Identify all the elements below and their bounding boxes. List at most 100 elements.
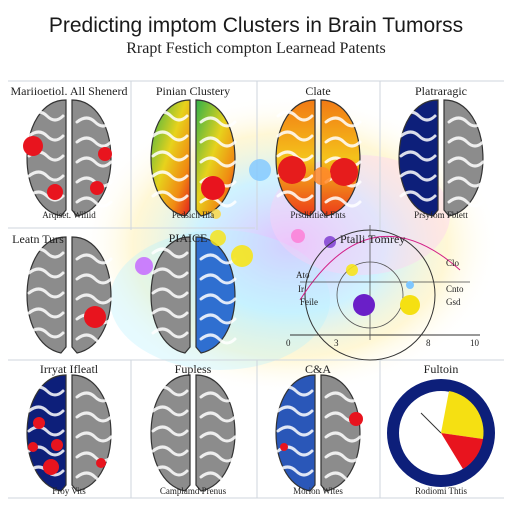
brain-fold bbox=[276, 110, 314, 122]
brain-fold bbox=[199, 293, 237, 305]
brain-fold bbox=[199, 253, 237, 265]
cluster-dot bbox=[210, 230, 226, 246]
brain-fold bbox=[151, 465, 189, 477]
brain-fold bbox=[75, 156, 113, 168]
panel-caption: Morion Wites bbox=[293, 486, 343, 496]
polar-dot-yellow-small bbox=[346, 264, 358, 276]
brain-fold bbox=[151, 110, 189, 122]
brain-fold bbox=[75, 333, 113, 345]
tumor-spot bbox=[43, 459, 59, 475]
ring-line bbox=[420, 412, 442, 434]
page-subtitle: Rrapt Festich compton Learnead Patents bbox=[126, 40, 386, 57]
cluster-dot bbox=[249, 159, 271, 181]
tumor-spot bbox=[33, 417, 45, 429]
inset-label: Cnto bbox=[446, 284, 464, 294]
polar-dot-blue bbox=[406, 281, 414, 289]
brain-fold bbox=[276, 150, 314, 162]
panel-heading: Clate bbox=[305, 84, 331, 98]
cluster-dot bbox=[211, 209, 221, 219]
brain-fold bbox=[75, 471, 113, 483]
brain-fold bbox=[151, 267, 189, 279]
brain-fold bbox=[447, 196, 485, 208]
brain-fold bbox=[199, 431, 237, 443]
ring-slice-yellow bbox=[441, 391, 484, 439]
brain-left-hemisphere bbox=[150, 99, 191, 217]
brain-fold bbox=[276, 130, 314, 142]
panel-heading: Fupless bbox=[174, 362, 212, 376]
brain-fold bbox=[151, 445, 189, 457]
brain-fold bbox=[199, 313, 237, 325]
inset-label: Feile bbox=[300, 297, 318, 307]
polar-dot-purple bbox=[353, 294, 375, 316]
brain-fold bbox=[151, 327, 189, 339]
brain-fold bbox=[151, 307, 189, 319]
brain-fold bbox=[75, 431, 113, 443]
inset-label: Clo bbox=[446, 258, 460, 268]
ring-slice-red bbox=[441, 433, 483, 469]
brain-left-hemisphere bbox=[275, 374, 316, 492]
brain-fold bbox=[199, 136, 237, 148]
cluster-dot bbox=[135, 257, 153, 275]
brain-icon bbox=[23, 99, 113, 217]
tumor-spot bbox=[98, 147, 112, 161]
tumor-spot bbox=[28, 442, 38, 452]
brain-fold bbox=[27, 307, 65, 319]
brain-fold bbox=[75, 273, 113, 285]
brain-fold bbox=[75, 196, 113, 208]
inset-tick: 10 bbox=[470, 338, 479, 348]
cluster-dot bbox=[291, 229, 305, 243]
brain-fold bbox=[276, 385, 314, 397]
brain-fold bbox=[151, 170, 189, 182]
brain-fold bbox=[276, 465, 314, 477]
panel-heading: C&A bbox=[304, 362, 331, 376]
brain-fold bbox=[75, 293, 113, 305]
tumor-spot bbox=[51, 439, 63, 451]
brain-fold bbox=[75, 116, 113, 128]
cluster-dot bbox=[324, 236, 336, 248]
brain-fold bbox=[151, 425, 189, 437]
polar-arc bbox=[299, 235, 461, 301]
brain-fold bbox=[27, 130, 65, 142]
cluster-dot bbox=[313, 167, 331, 185]
panel-heading: Irryat Ifleatl bbox=[39, 362, 99, 376]
brain-fold bbox=[324, 431, 362, 443]
brain-left-hemisphere bbox=[26, 236, 67, 354]
brain-fold bbox=[447, 176, 485, 188]
brain-icon bbox=[398, 99, 485, 217]
panel-heading: PIAICE bbox=[168, 231, 208, 245]
panel-caption: Pedsich Illa bbox=[171, 210, 215, 220]
brain-fold bbox=[151, 385, 189, 397]
brain-fold bbox=[276, 190, 314, 202]
cluster-dot bbox=[231, 245, 253, 267]
brain-fold bbox=[27, 170, 65, 182]
brain-icon bbox=[26, 236, 113, 354]
brain-fold bbox=[151, 190, 189, 202]
brain-fold bbox=[75, 136, 113, 148]
brain-fold bbox=[324, 136, 362, 148]
inset-label: Ir bbox=[298, 284, 304, 294]
brain-fold bbox=[276, 405, 314, 417]
panel-caption: Camplamd Prenus bbox=[159, 486, 227, 496]
tumor-spot bbox=[96, 458, 106, 468]
panel-caption: Froy Vits bbox=[52, 486, 86, 496]
brain-fold bbox=[324, 116, 362, 128]
tumor-spot bbox=[330, 158, 358, 186]
brain-fold bbox=[324, 451, 362, 463]
panel-caption: Rodiomi Thtis bbox=[414, 486, 468, 496]
brain-fold bbox=[151, 287, 189, 299]
brain-icon bbox=[150, 99, 237, 217]
tumor-spot bbox=[23, 136, 43, 156]
brain-fold bbox=[399, 170, 437, 182]
brain-fold bbox=[199, 333, 237, 345]
brain-fold bbox=[199, 471, 237, 483]
brain-fold bbox=[199, 273, 237, 285]
panel-heading: Pinian Clustery bbox=[155, 84, 231, 98]
page-title: Predicting imptom Clusters in Brain Tumo… bbox=[48, 14, 464, 37]
polar-inset bbox=[290, 225, 480, 361]
inset-tick: 0 bbox=[286, 338, 291, 348]
tumor-spot bbox=[90, 181, 104, 195]
brain-fold bbox=[27, 385, 65, 397]
brain-icon bbox=[387, 379, 495, 487]
tumor-spot bbox=[280, 443, 288, 451]
